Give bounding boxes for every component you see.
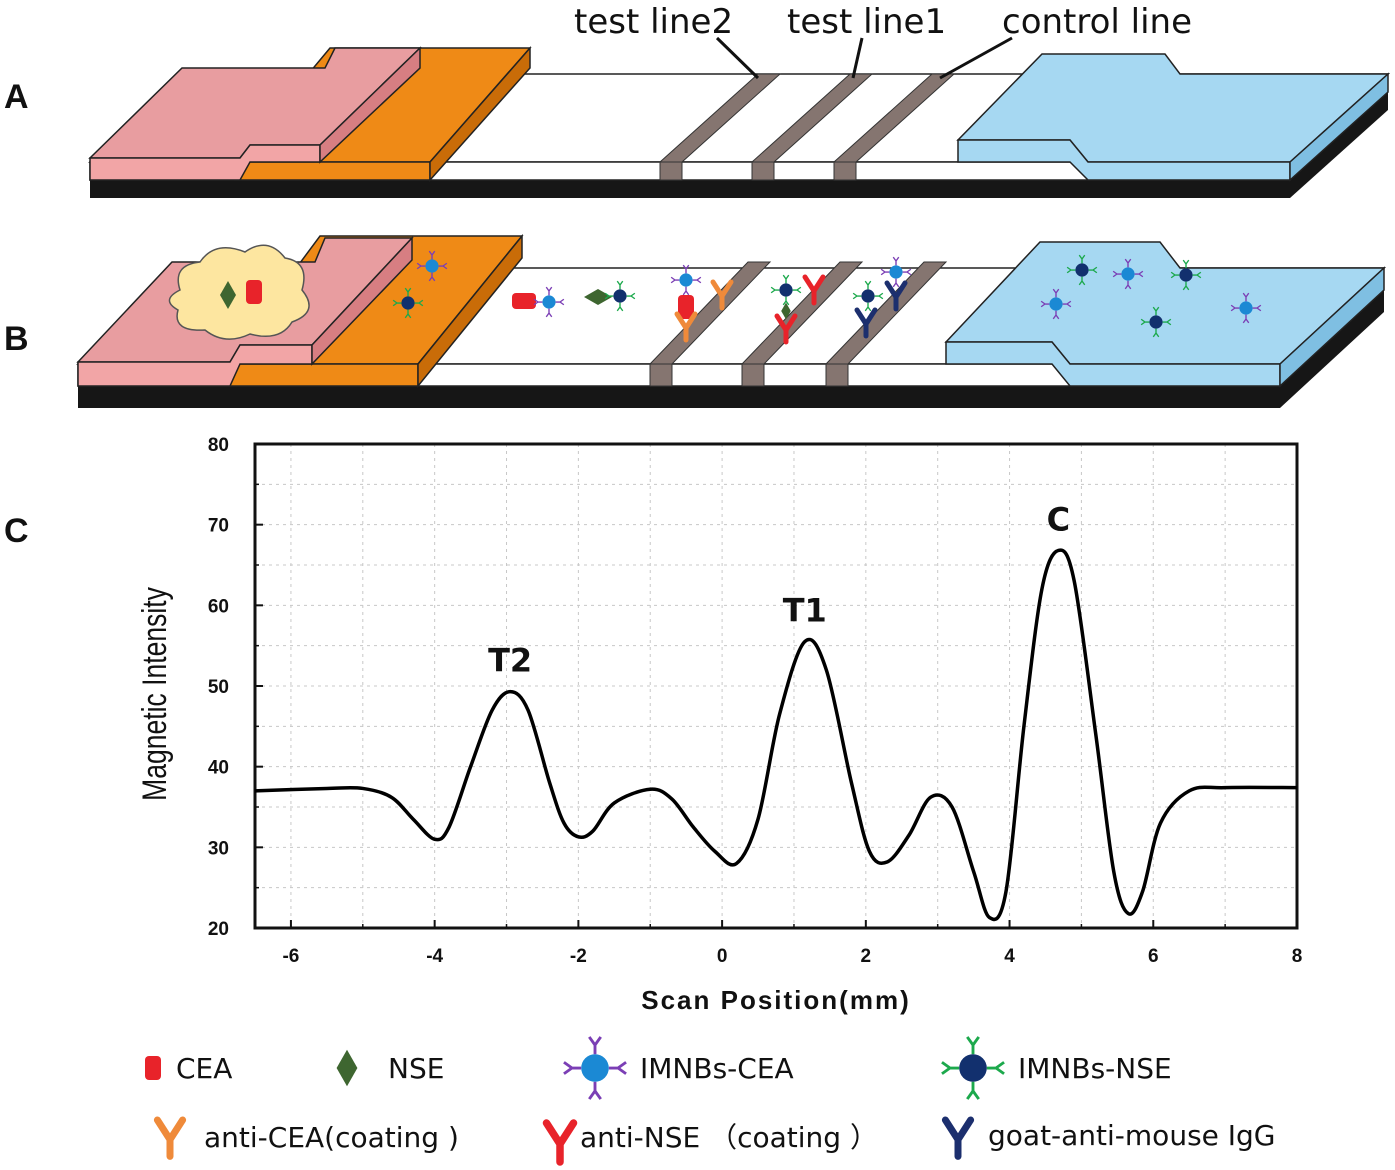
legend-imnbs-cea-icon <box>562 1035 628 1101</box>
legend-nse-icon <box>336 1049 358 1087</box>
legend-imnbs-nse-label: IMNBs-NSE <box>1018 1052 1172 1085</box>
backing-front-b <box>78 386 1280 408</box>
y-tick-label: 20 <box>208 919 229 940</box>
test-line2-label: test line2 <box>574 2 733 42</box>
strip-callouts <box>715 36 1013 80</box>
legend-imnbs-nse-icon <box>940 1035 1006 1101</box>
legend-anti-nse-icon <box>547 1123 574 1162</box>
y-axis-label: Magnetic Intensity <box>136 586 174 800</box>
legend: CEA NSE IMNBs-CEA IMNBs-NSE anti-CEA(coa… <box>145 1035 1276 1162</box>
scan-curve <box>254 548 1298 922</box>
strip-b: B <box>4 233 1386 408</box>
cea-molecule <box>246 280 262 304</box>
x-tick-label: -6 <box>282 946 299 967</box>
x-tick-label: 0 <box>717 946 728 967</box>
legend-cea-icon <box>145 1056 161 1080</box>
test-line2-a <box>658 73 782 181</box>
test-line1-a <box>750 73 874 181</box>
y-tick-label: 80 <box>208 435 229 456</box>
x-tick-label: 8 <box>1292 946 1303 967</box>
x-tick-label: -2 <box>570 946 587 967</box>
cea-molecule <box>512 293 536 309</box>
legend-goat-igg-icon <box>945 1120 970 1156</box>
test-line2-b <box>648 261 772 387</box>
sample-pad-a <box>88 46 422 181</box>
strip-a: A <box>4 2 1390 198</box>
y-tick-label: 40 <box>208 758 229 779</box>
x-tick-label: 2 <box>861 946 872 967</box>
legend-anti-cea-icon <box>157 1120 182 1156</box>
peak-label: T2 <box>488 642 532 680</box>
x-tick-label: -4 <box>426 946 443 967</box>
backing-side-a <box>1290 92 1388 198</box>
panel-label-a: A <box>4 78 29 116</box>
legend-goat-igg-label: goat-anti-mouse IgG <box>988 1119 1276 1152</box>
sample-cloud <box>168 244 310 340</box>
control-line-a <box>832 73 956 181</box>
control-line-label: control line <box>1002 2 1192 42</box>
y-tick-label: 30 <box>208 838 229 859</box>
absorbent-pad-b <box>944 241 1386 388</box>
legend-anti-cea-label: anti-CEA(coating ) <box>204 1121 459 1154</box>
peak-label: C <box>1047 500 1070 538</box>
x-axis-label: Scan Position(mm) <box>641 985 910 1015</box>
legend-anti-nse-label: anti-NSE （coating ） <box>580 1121 878 1154</box>
absorbent-pad-a <box>956 53 1390 182</box>
x-tick-label: 4 <box>1004 946 1015 967</box>
legend-nse-label: NSE <box>388 1052 444 1085</box>
legend-cea-label: CEA <box>176 1052 232 1085</box>
test-line1-b <box>740 261 864 387</box>
peak-label: T1 <box>783 592 827 630</box>
y-tick-label: 70 <box>208 516 229 537</box>
backing-front-a <box>90 180 1290 198</box>
y-tick-label: 50 <box>208 677 229 698</box>
x-tick-label: 6 <box>1148 946 1159 967</box>
backing-side-b <box>1280 290 1384 408</box>
panel-label-b: B <box>4 320 29 358</box>
control-line-b <box>824 261 948 387</box>
panel-label-c: C <box>4 512 29 550</box>
legend-imnbs-cea-label: IMNBs-CEA <box>640 1052 794 1085</box>
y-tick-label: 60 <box>208 596 229 617</box>
test-line1-label: test line1 <box>787 2 946 42</box>
